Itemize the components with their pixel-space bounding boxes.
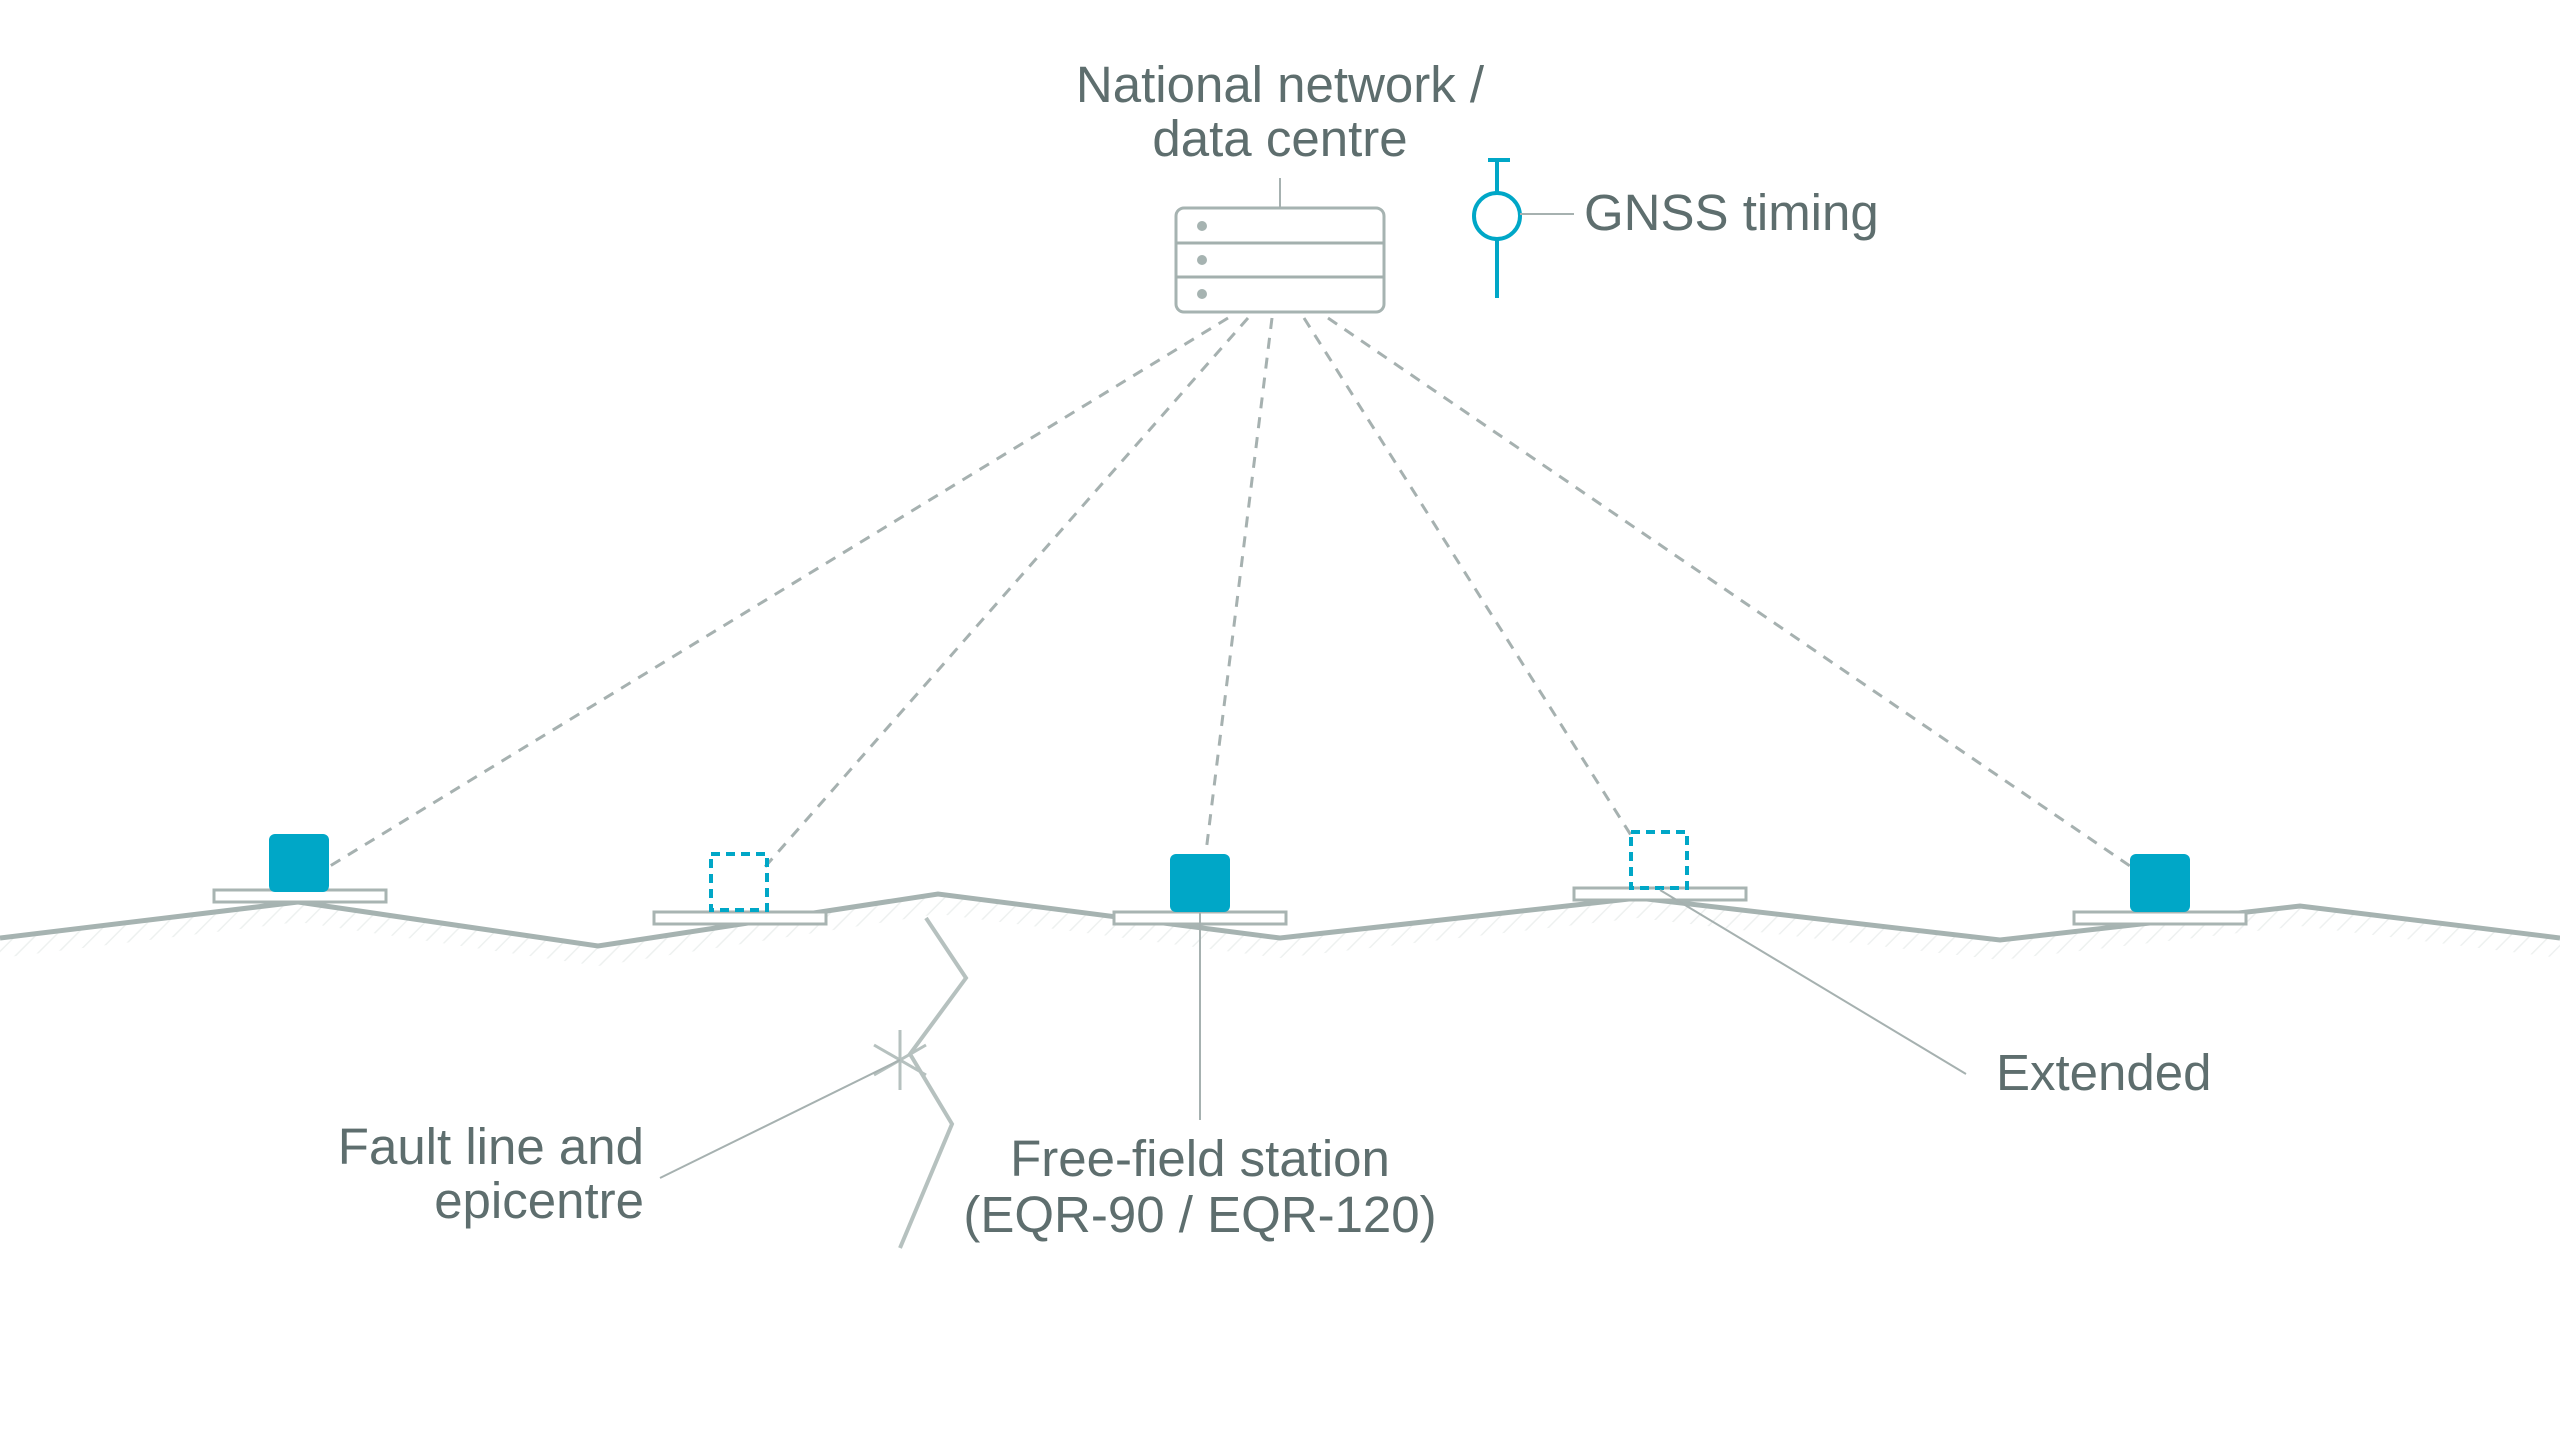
hub-label-line2: data centre: [1152, 110, 1407, 167]
extended-sensor-icon: [1629, 830, 1689, 890]
server-icon: [1174, 206, 1386, 314]
fault-line: [898, 916, 969, 1249]
station-2: [652, 852, 828, 926]
hub-label-line1: National network /: [1076, 56, 1485, 113]
link-station-3: [1204, 317, 1274, 853]
connection-lines: [329, 316, 2131, 869]
sensor-icon: [2130, 854, 2190, 912]
extended-label: Extended: [1996, 1044, 2212, 1101]
ground-hatch: [0, 894, 2560, 966]
station-4: [1572, 830, 1748, 902]
sensor-icon: [1170, 854, 1230, 912]
fault-leader: [659, 1059, 901, 1179]
extended-sensor-icon: [709, 852, 769, 912]
station-pad: [2072, 910, 2248, 926]
gnss-antenna-icon: [1472, 158, 1522, 298]
station-5: [2072, 854, 2248, 926]
link-station-2: [762, 317, 1250, 869]
station-label-line2: (EQR-90 / EQR-120): [963, 1186, 1436, 1243]
fault-label-line2: epicentre: [434, 1172, 644, 1229]
link-station-5: [1327, 316, 2131, 868]
link-station-1: [329, 316, 1229, 868]
link-station-4: [1302, 317, 1636, 841]
gnss-label: GNSS timing: [1584, 184, 1879, 241]
station-1: [212, 834, 388, 904]
sensor-icon: [269, 834, 329, 892]
extended-leader: [1659, 889, 1967, 1075]
station-pad: [652, 910, 828, 926]
station-label-line1: Free-field station: [1010, 1130, 1390, 1187]
fault-label-line1: Fault line and: [338, 1118, 644, 1175]
